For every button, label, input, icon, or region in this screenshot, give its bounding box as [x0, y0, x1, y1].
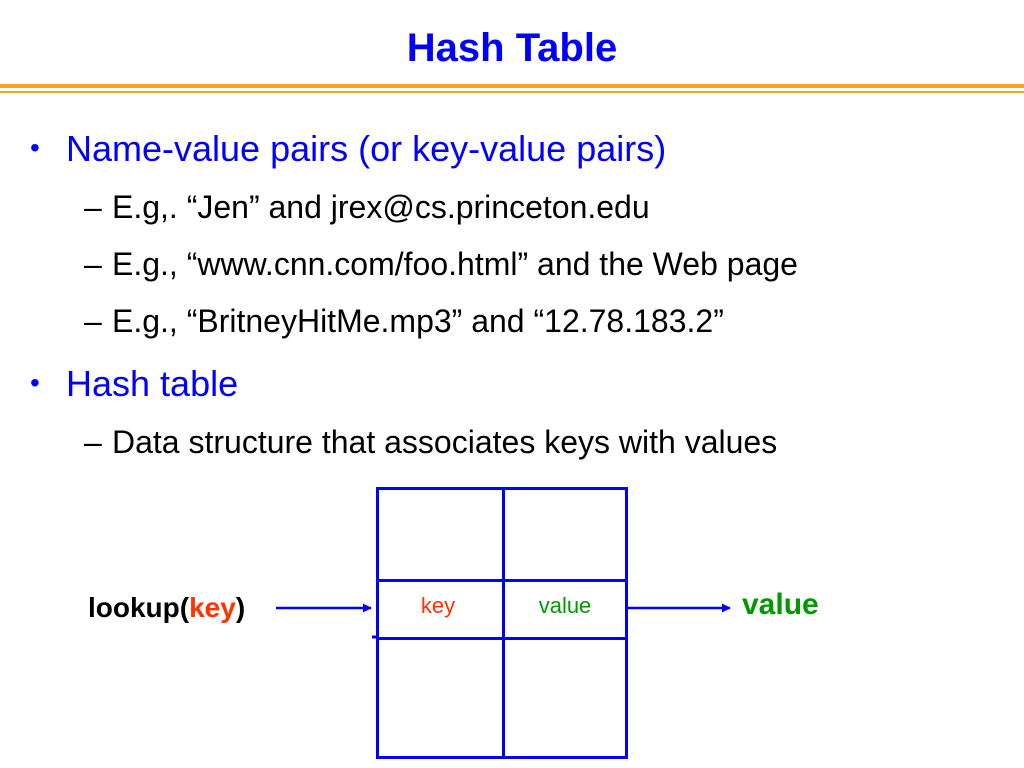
sub-bullet-data-structure: –Data structure that associates keys wit… — [84, 422, 777, 462]
grid-column-divider — [502, 490, 505, 756]
bullet-dot: • — [30, 367, 40, 398]
bullet-hash-table: • Hash table — [30, 361, 238, 406]
sub-dash: – — [84, 189, 102, 225]
title-rule-thick — [0, 84, 1024, 88]
bullet-name-value-pairs: • Name-value pairs (or key-value pairs) — [30, 126, 666, 171]
slide-title: Hash Table — [406, 26, 618, 70]
lookup-key: key — [189, 592, 236, 623]
sub-text: E.g., “BritneyHitMe.mp3” and “12.78.183.… — [112, 303, 724, 339]
sub-bullet-britney: –E.g., “BritneyHitMe.mp3” and “12.78.183… — [84, 301, 724, 341]
title-rule-thin — [0, 91, 1024, 93]
bullet-text: Hash table — [66, 363, 239, 404]
grid-row-divider-top — [379, 579, 625, 582]
grid-cell-key: key — [420, 593, 456, 618]
lookup-prefix: lookup( — [88, 592, 190, 623]
grid-row-divider-bottom — [379, 637, 625, 640]
grid-cell-value: value — [538, 593, 592, 618]
sub-dash: – — [84, 424, 102, 460]
output-value-label: value — [742, 588, 819, 621]
bullet-text: Name-value pairs (or key-value pairs) — [66, 128, 667, 169]
sub-bullet-cnn: –E.g., “www.cnn.com/foo.html” and the We… — [84, 244, 798, 284]
hash-table-grid — [376, 487, 628, 759]
sub-text: Data structure that associates keys with… — [112, 424, 778, 460]
bullet-dot: • — [30, 132, 40, 163]
sub-dash: – — [84, 303, 102, 339]
lookup-suffix: ) — [235, 592, 246, 623]
sub-dash: – — [84, 246, 102, 282]
lookup-call-label: lookup(key) — [88, 590, 245, 626]
sub-bullet-jen: –E.g,. “Jen” and jrex@cs.princeton.edu — [84, 187, 650, 227]
sub-text: E.g., “www.cnn.com/foo.html” and the Web… — [112, 246, 798, 282]
sub-text: E.g,. “Jen” and jrex@cs.princeton.edu — [112, 189, 650, 225]
